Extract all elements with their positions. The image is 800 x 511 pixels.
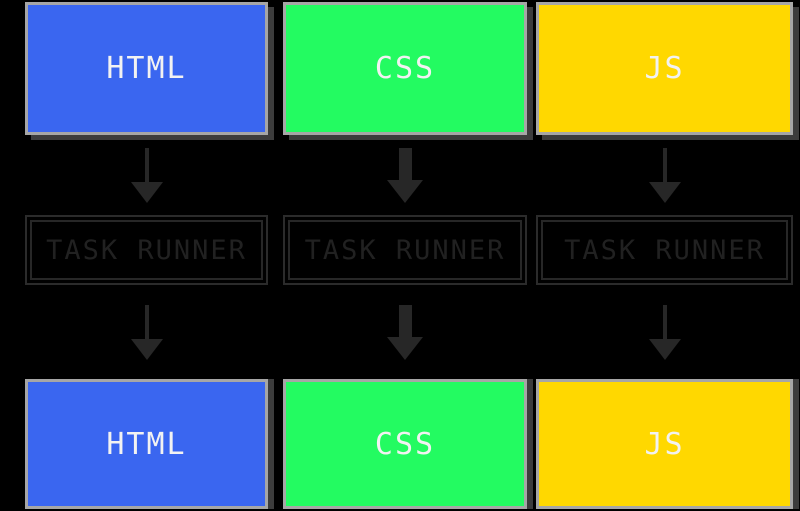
- column-css: CSS TASK RUNNER CSS: [283, 0, 527, 511]
- output-box-css-label: CSS: [374, 426, 436, 462]
- column-js: JS TASK RUNNER JS: [536, 0, 793, 511]
- arrow-stem: [144, 147, 149, 182]
- arrow-zone: [648, 135, 681, 215]
- source-box-css-label: CSS: [374, 51, 436, 86]
- task-runner-box-js: TASK RUNNER: [536, 215, 793, 285]
- arrow-down-icon: [387, 304, 423, 360]
- output-box-html-label: HTML: [106, 426, 187, 462]
- source-box-css: CSS: [283, 2, 527, 135]
- task-runner-inner-border: TASK RUNNER: [30, 220, 263, 280]
- task-runner-box-html: TASK RUNNER: [25, 215, 268, 285]
- source-box-js-label: JS: [644, 51, 685, 86]
- arrow-down-icon: [648, 147, 681, 203]
- source-box-html: HTML: [25, 2, 268, 135]
- arrow-zone: [648, 285, 681, 379]
- output-box-js-label: JS: [644, 426, 685, 462]
- source-box-html-label: HTML: [106, 51, 187, 86]
- arrow-head: [130, 338, 163, 360]
- column-html: HTML TASK RUNNER HTML: [25, 0, 268, 511]
- arrow-head: [387, 336, 423, 360]
- arrow-head: [648, 181, 681, 203]
- task-runner-inner-border: TASK RUNNER: [541, 220, 788, 280]
- arrow-head: [648, 338, 681, 360]
- arrow-zone: [130, 135, 163, 215]
- task-runner-box-css: TASK RUNNER: [283, 215, 527, 285]
- task-runner-label: TASK RUNNER: [304, 234, 506, 266]
- source-box-js: JS: [536, 2, 793, 135]
- arrow-stem: [662, 147, 667, 182]
- output-box-css: CSS: [283, 379, 527, 509]
- arrow-zone: [387, 135, 423, 215]
- arrow-stem: [398, 147, 412, 180]
- output-box-js: JS: [536, 379, 793, 509]
- arrow-head: [130, 181, 163, 203]
- task-runner-label: TASK RUNNER: [564, 234, 765, 266]
- arrow-stem: [398, 304, 412, 337]
- arrow-head: [387, 179, 423, 203]
- arrow-zone: [130, 285, 163, 379]
- task-runner-label: TASK RUNNER: [46, 234, 247, 266]
- task-runner-inner-border: TASK RUNNER: [288, 220, 522, 280]
- arrow-down-icon: [648, 304, 681, 360]
- arrow-stem: [144, 304, 149, 339]
- arrow-down-icon: [130, 304, 163, 360]
- arrow-down-icon: [387, 147, 423, 203]
- arrow-down-icon: [130, 147, 163, 203]
- arrow-stem: [662, 304, 667, 339]
- output-box-html: HTML: [25, 379, 268, 509]
- arrow-zone: [387, 285, 423, 379]
